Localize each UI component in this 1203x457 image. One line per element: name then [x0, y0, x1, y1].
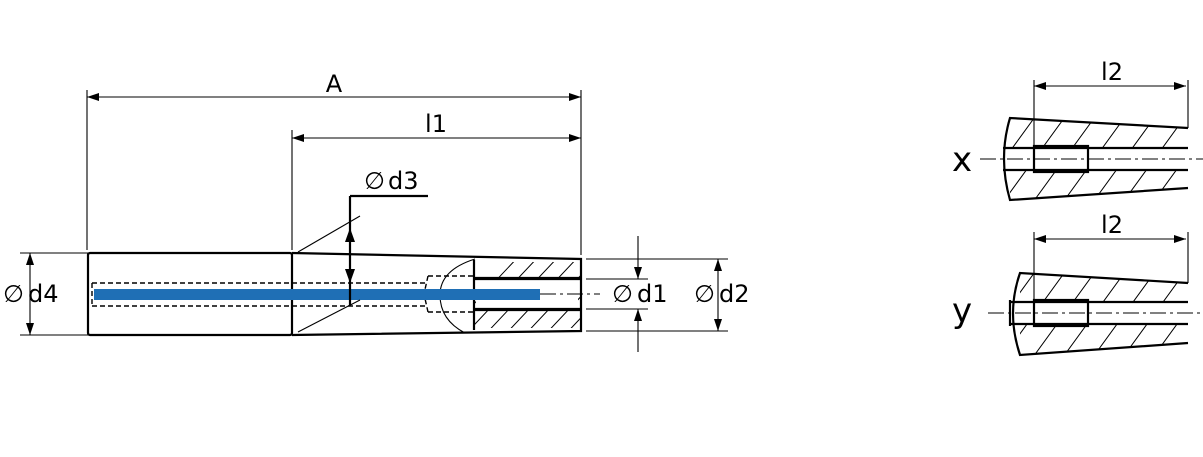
diameter-symbol-d1: ∅ — [612, 280, 633, 308]
label-a: A — [326, 70, 343, 98]
diameter-symbol-d4: ∅ — [3, 280, 24, 308]
label-l1: l1 — [425, 110, 447, 138]
detail-x: x l2 — [952, 58, 1203, 202]
diameter-symbol-d2: ∅ — [694, 280, 715, 308]
label-x: x — [952, 140, 972, 180]
label-l2-x: l2 — [1101, 58, 1123, 86]
dimension-a: A — [86, 70, 582, 255]
dimension-d3: ∅ d3 — [297, 167, 428, 333]
label-d1: d1 — [637, 280, 668, 308]
dimension-d1: ∅ d1 — [586, 236, 668, 352]
coolant-channel — [94, 289, 540, 300]
dimension-d4: ∅ d4 — [3, 252, 88, 336]
diameter-symbol-d3: ∅ — [364, 167, 385, 195]
dimension-l1: l1 — [291, 110, 581, 250]
label-d4: d4 — [28, 280, 59, 308]
dimension-d2: ∅ d2 — [586, 258, 750, 332]
label-l2-y: l2 — [1101, 211, 1123, 239]
label-d3: d3 — [388, 167, 419, 195]
label-y: y — [952, 291, 972, 331]
main-view: A l1 — [3, 70, 750, 352]
label-d2: d2 — [719, 280, 750, 308]
detail-y: y l2 — [952, 211, 1203, 357]
